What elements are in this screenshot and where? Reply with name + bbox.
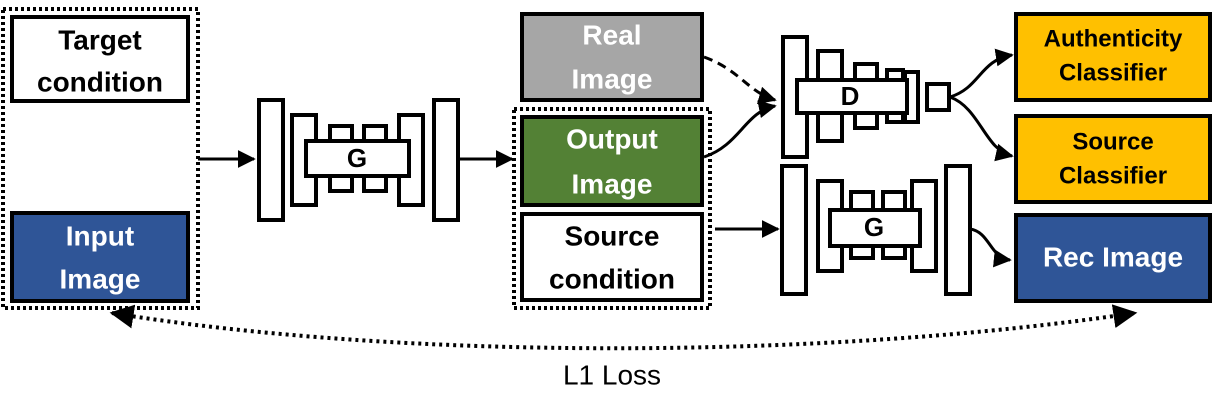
authenticity-classifier-box: Authenticity Classifier — [1014, 12, 1212, 102]
discriminator-label: D — [841, 81, 860, 111]
source-classifier-box: Source Classifier — [1014, 114, 1212, 204]
source-classifier-line1: Source — [1072, 128, 1153, 155]
l1-loss-curve — [109, 304, 1138, 351]
generator-1: G — [257, 98, 460, 222]
rec-image-box: Rec Image — [1014, 213, 1212, 303]
target-condition-box: Target condition — [10, 15, 190, 103]
source-condition-box: Source condition — [520, 212, 704, 302]
input-image-box: Input Image — [10, 211, 190, 303]
generator-2: G — [780, 164, 972, 296]
input-image-line2: Image — [60, 263, 141, 294]
target-condition-line2: condition — [37, 66, 163, 97]
real-image-line1: Real — [582, 19, 641, 50]
real-image-line2: Image — [572, 63, 653, 94]
generator-1-label: G — [347, 143, 367, 173]
output-image-line2: Image — [572, 168, 653, 199]
source-classifier-line2: Classifier — [1059, 162, 1167, 189]
output-image-box: Output Image — [520, 115, 704, 207]
arrow-to-authenticity-classifier — [949, 48, 1014, 99]
source-condition-line2: condition — [549, 263, 675, 294]
source-condition-line1: Source — [565, 220, 660, 251]
target-condition-line1: Target — [58, 24, 142, 55]
output-image-line1: Output — [566, 123, 658, 154]
l1-loss-label: L1 Loss — [563, 359, 661, 390]
authenticity-classifier-line1: Authenticity — [1044, 25, 1183, 52]
discriminator: D — [781, 35, 951, 159]
input-image-line1: Input — [66, 220, 134, 251]
arrow-generator-to-rec-image — [969, 227, 1012, 268]
generator-2-label: G — [864, 212, 884, 242]
arrow-output-to-discriminator — [703, 100, 777, 159]
real-image-box: Real Image — [520, 12, 704, 102]
rec-image-label: Rec Image — [1043, 241, 1183, 272]
arrow-real-to-discriminator — [703, 55, 777, 105]
arrow-to-source-classifier — [949, 95, 1014, 162]
authenticity-classifier-line2: Classifier — [1059, 59, 1167, 86]
